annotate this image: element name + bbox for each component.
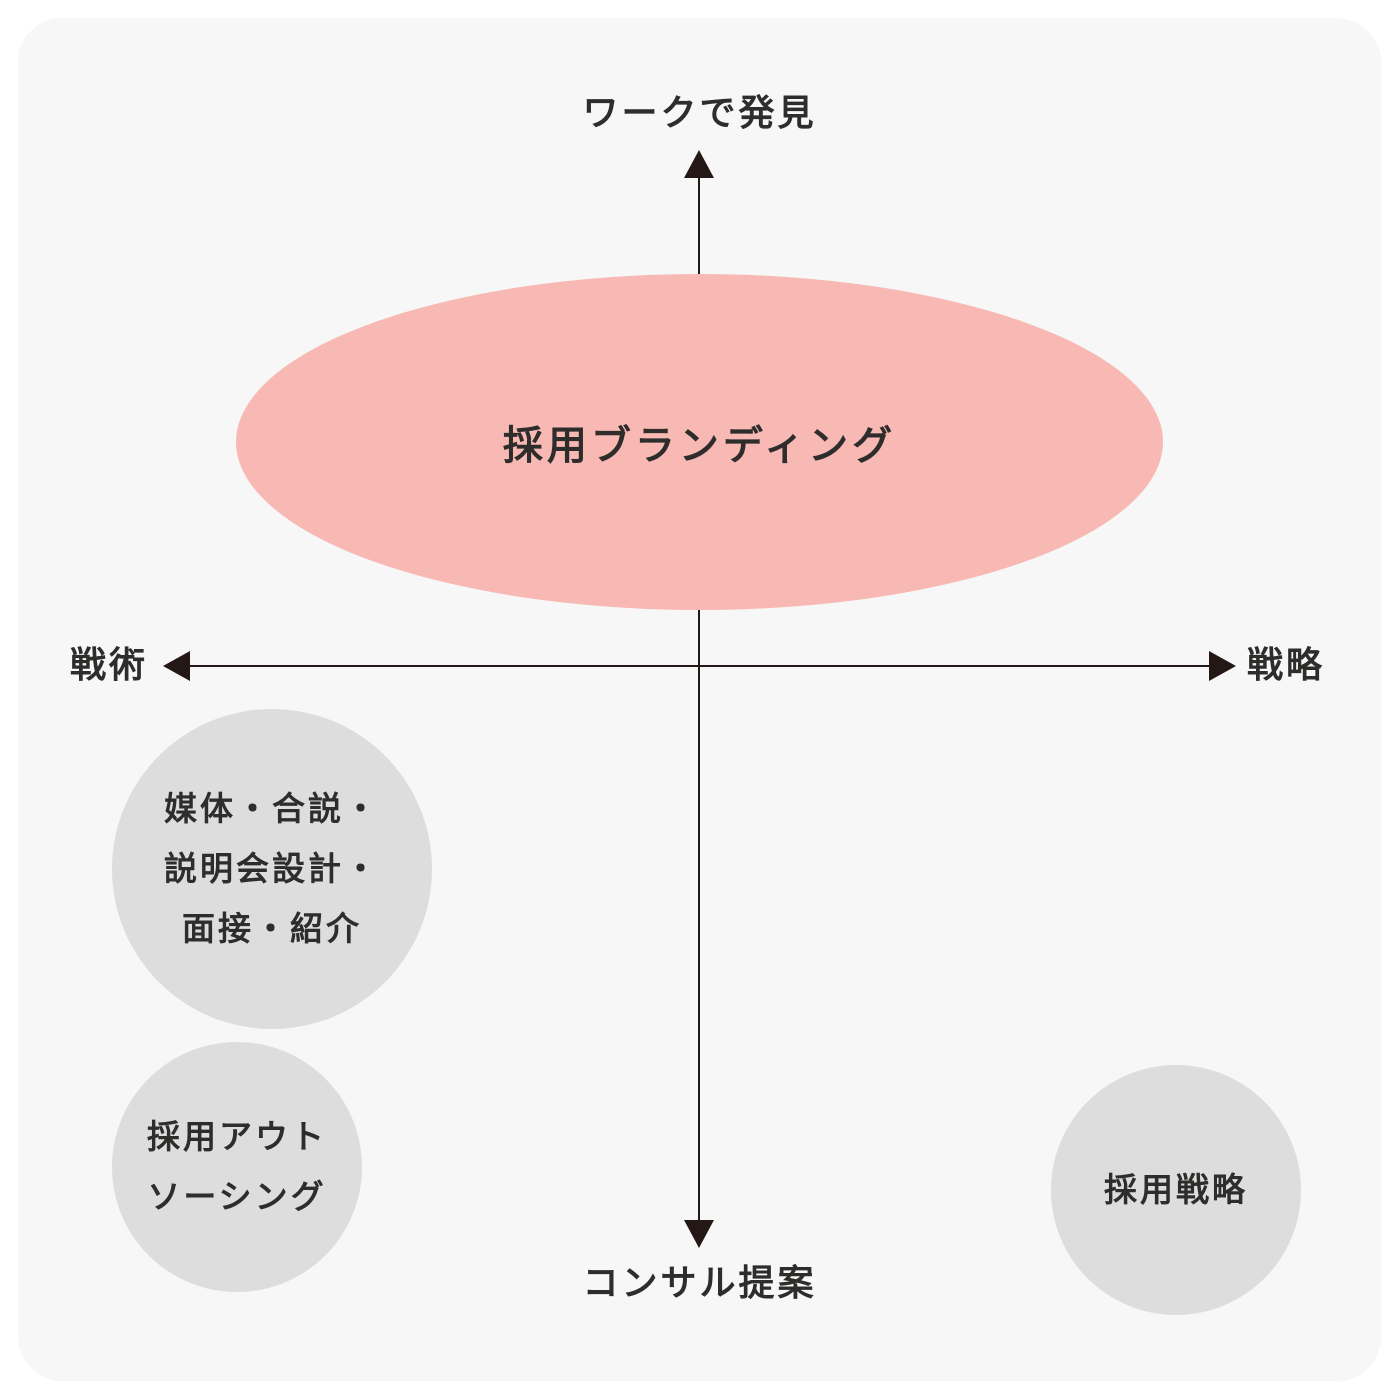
axis-label-right: 戦略 bbox=[1247, 645, 1326, 686]
arrow-up-icon bbox=[684, 150, 714, 178]
axis-label-top: ワークで発見 bbox=[582, 93, 817, 134]
axis-label-bottom: コンサル提案 bbox=[582, 1263, 817, 1304]
bubble-line: 採用アウト bbox=[147, 1117, 327, 1156]
highlight-ellipse: 採用ブランディング bbox=[236, 274, 1163, 610]
bubble-line: 説明会設計・ bbox=[164, 849, 380, 888]
arrow-right-icon bbox=[1209, 651, 1236, 681]
axis-label-left: 戦術 bbox=[70, 645, 149, 686]
bubble-line: ソーシング bbox=[147, 1177, 327, 1216]
bubble-line: 採用戦略 bbox=[1104, 1170, 1248, 1209]
bubble-media-interview: 媒体・合説・ 説明会設計・ 面接・紹介 bbox=[112, 709, 432, 1029]
bubble-line: 面接・紹介 bbox=[182, 909, 362, 948]
arrow-down-icon bbox=[684, 1220, 714, 1248]
bubble-recruitment-outsourcing: 採用アウト ソーシング bbox=[112, 1042, 362, 1292]
bubble-line: 媒体・合説・ bbox=[164, 789, 380, 828]
bubble-recruitment-strategy: 採用戦略 bbox=[1051, 1065, 1301, 1315]
arrow-left-icon bbox=[163, 651, 190, 681]
highlight-label: 採用ブランディング bbox=[502, 423, 897, 469]
